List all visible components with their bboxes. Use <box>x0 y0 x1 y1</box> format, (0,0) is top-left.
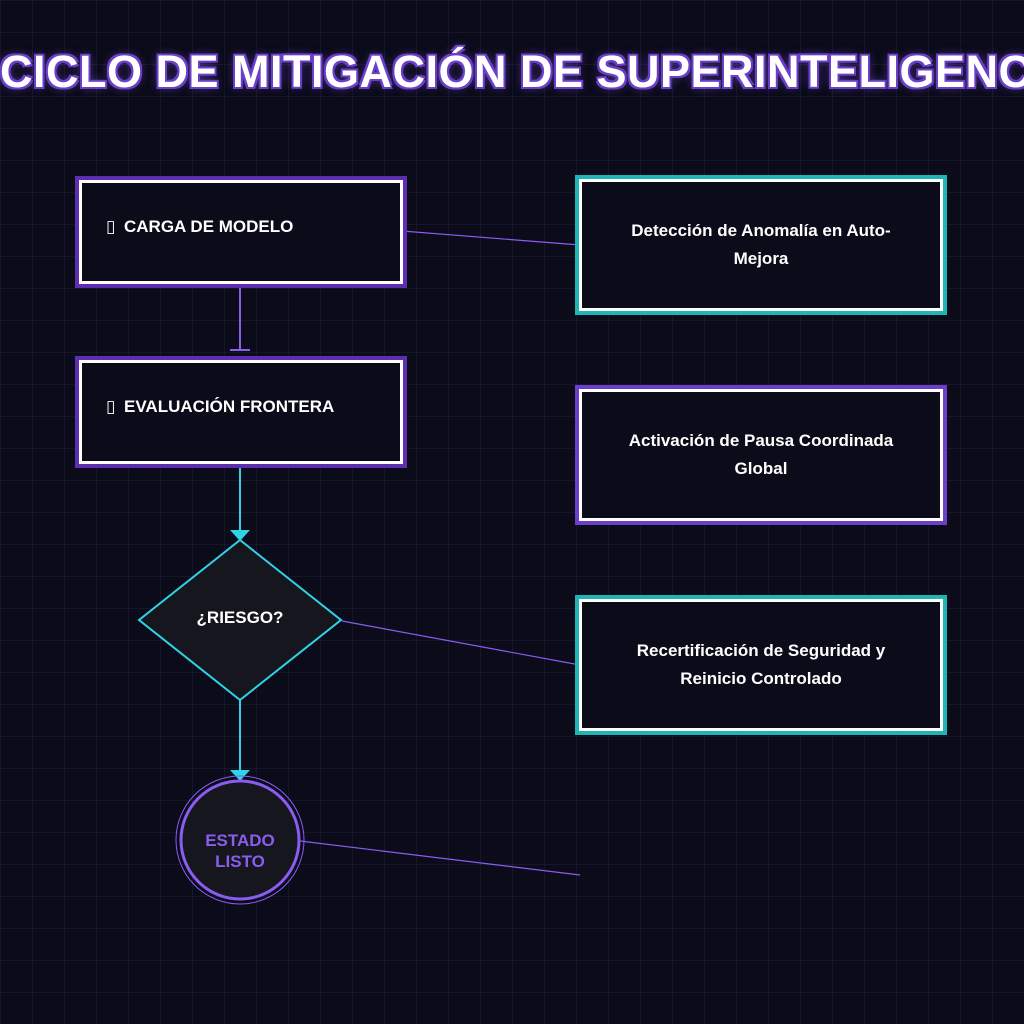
decision-label: ¿RIESGO? <box>196 608 284 627</box>
link-load-anomaly <box>401 230 581 246</box>
box-glyph-icon: ▯ <box>106 217 116 236</box>
diagram-title: CICLO DE MITIGACIÓN DE SUPERINTELIGENCIA <box>0 46 1024 97</box>
arrowhead-eval-decision <box>230 530 250 541</box>
node-frontier-eval: ▯ EVALUACIÓN FRONTERA <box>75 356 407 468</box>
node-model-load: ▯ CARGA DE MODELO <box>75 176 407 288</box>
side-box-pause-label: Activación de Pausa Coordinada Global <box>628 431 894 478</box>
side-box-anomaly: Detección de Anomalía en Auto-Mejora <box>575 175 947 315</box>
end-circle-outer <box>175 775 305 905</box>
side-box-anomaly-label: Detección de Anomalía en Auto-Mejora <box>631 221 891 268</box>
link-decision-recert <box>341 620 581 666</box>
link-end-offpage <box>299 840 581 876</box>
node-model-load-label: CARGA DE MODELO <box>124 217 294 236</box>
side-box-pause: Activación de Pausa Coordinada Global <box>575 385 947 525</box>
end-circle <box>179 779 301 901</box>
node-frontier-eval-label: EVALUACIÓN FRONTERA <box>124 397 335 416</box>
side-box-recert-label: Recertificación de Seguridad y Reinicio … <box>636 641 886 688</box>
box-glyph-icon: ▯ <box>106 397 116 416</box>
side-box-recert: Recertificación de Seguridad y Reinicio … <box>575 595 947 735</box>
